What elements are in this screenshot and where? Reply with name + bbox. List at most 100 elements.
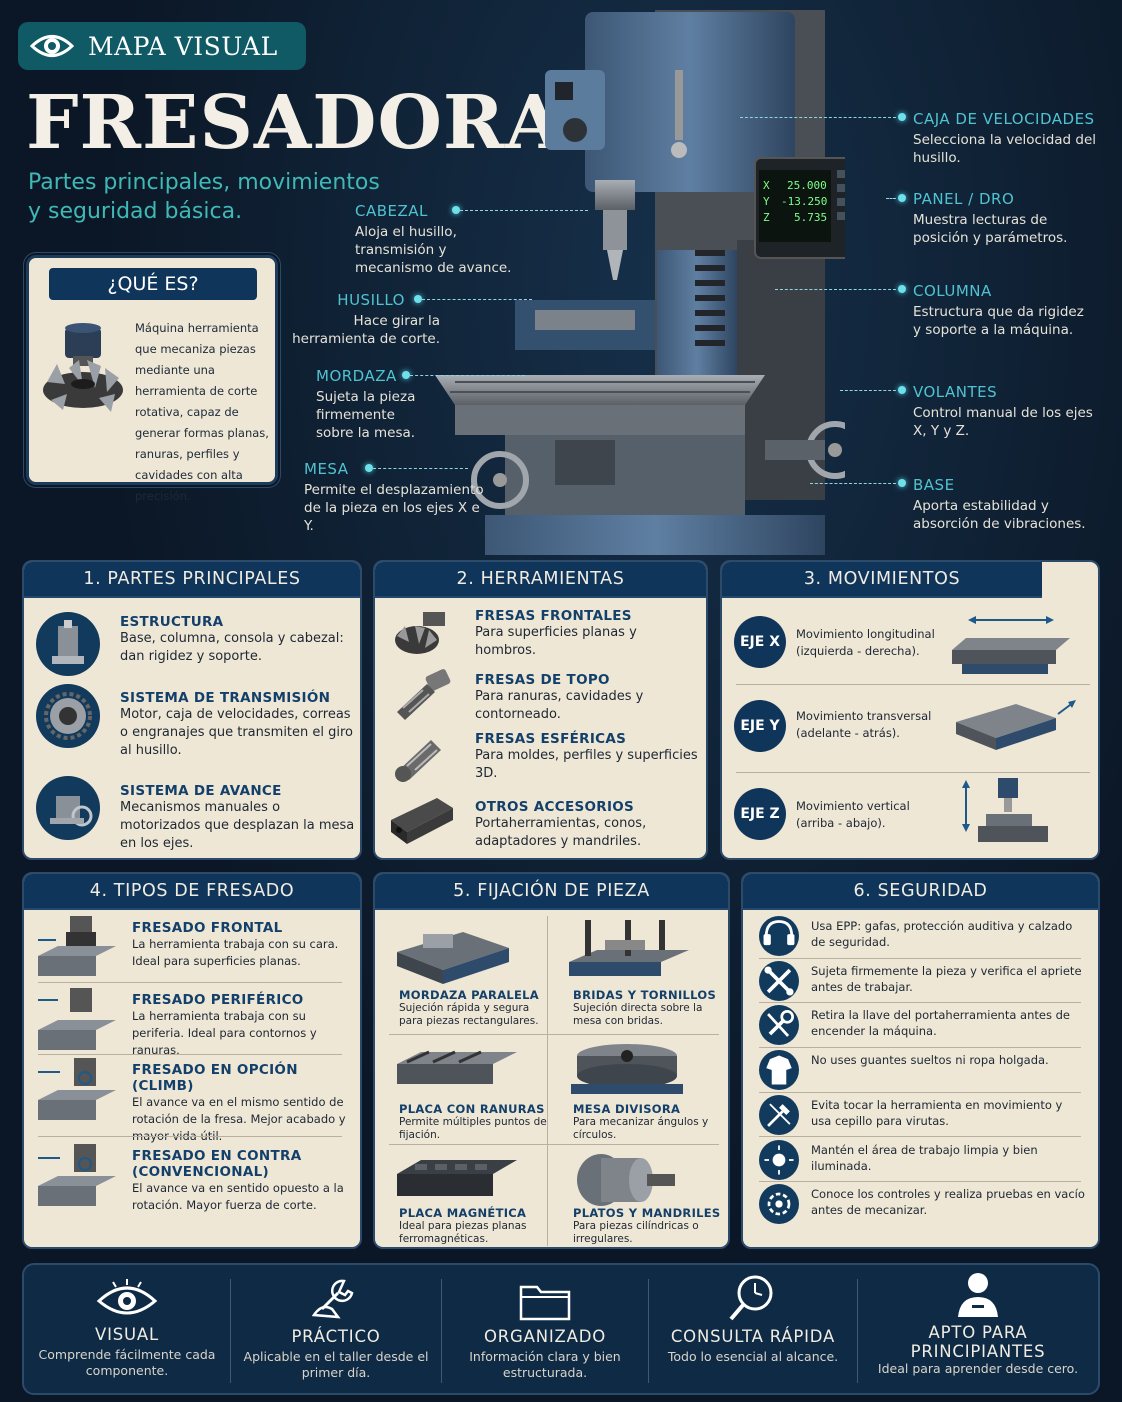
conventional-milling-icon (38, 1144, 116, 1206)
ear-protection-icon (759, 916, 799, 956)
callout-dot (898, 479, 906, 487)
footer-practico: PRÁCTICO Aplicable en el taller desde el… (231, 1265, 441, 1397)
footer-title: PRÁCTICO (291, 1327, 381, 1346)
axis-z-badge: EJE Z (734, 788, 786, 840)
footer-principiantes: APTO PARA PRINCIPIANTES Ideal para apren… (858, 1265, 1098, 1397)
divider (759, 1181, 1081, 1182)
safety-rule-text: Sujeta firmemente la pieza y verifica el… (811, 963, 1082, 994)
what-is-title: ¿QUÉ ES? (49, 268, 257, 300)
face-mill-icon (395, 612, 445, 654)
fijacion-item-text: Sujeción rápida y segura para piezas rec… (399, 1002, 539, 1027)
tipos-item-title: FRESADO EN CONTRA (CONVENCIONAL) (132, 1148, 302, 1180)
panel-tipos: 4. TIPOS DE FRESADO FRESADO FRONTAL La h… (22, 872, 362, 1249)
page-subtitle: Partes principales, movimientos y seguri… (28, 170, 380, 225)
divider (759, 1136, 1081, 1138)
light-icon (759, 1139, 799, 1180)
callout-dot (898, 285, 906, 293)
partes-item-text: Motor, caja de velocidades, correas o en… (120, 707, 354, 758)
dro-z-value: 5.735 (794, 211, 827, 224)
callout-line (810, 483, 896, 484)
footer-title: APTO PARA PRINCIPIANTES (910, 1323, 1046, 1361)
fijacion-item-text: Para mecanizar ángulos y círculos. (573, 1116, 709, 1141)
tipos-item-text: El avance va en el mismo sentido de rota… (132, 1095, 346, 1143)
footer-text: Información clara y bien estructurada. (469, 1349, 621, 1380)
herramientas-item-text: Para superficies planas y hombros. (475, 625, 637, 658)
footer-title: ORGANIZADO (483, 1327, 607, 1346)
herramientas-item-text: Para moldes, perfiles y superficies 3D. (475, 748, 698, 781)
fijacion-item-text: Ideal para piezas planas ferromagnéticas… (399, 1220, 527, 1245)
herramientas-item-text: Para ranuras, cavidades y contorneado. (475, 689, 644, 722)
panel-herramientas-title: 2. HERRAMIENTAS (375, 562, 706, 598)
callout-line (740, 117, 896, 118)
wrench-hand-icon (311, 1279, 354, 1319)
callout-line (373, 468, 468, 469)
panel-movimientos: 3. MOVIMIENTOS EJE X Movimiento longitud… (720, 560, 1100, 860)
footer-visual: VISUAL Comprende fácilmente cada compone… (24, 1265, 230, 1397)
divider (648, 1279, 649, 1383)
axis-x-text: Movimiento longitudinal (izquierda - der… (796, 627, 935, 658)
footer-text: Comprende fácilmente cada componente. (38, 1347, 216, 1378)
panel-seguridad: 6. SEGURIDAD Usa EPP: gafas, protección … (741, 872, 1100, 1249)
tipos-item-title: FRESADO PERIFÉRICO (132, 992, 304, 1008)
callout-line (422, 299, 532, 300)
milling-cutter-icon (43, 323, 123, 412)
safety-rule-text: Retira la llave del portaherramienta ant… (811, 1008, 1070, 1039)
structure-icon (36, 612, 100, 676)
accessory-block-icon (391, 798, 453, 844)
what-is-card: ¿QUÉ ES? Máquina herramienta que mecaniz… (26, 255, 278, 503)
herramientas-item-title: OTROS ACCESORIOS (475, 799, 635, 815)
divider (230, 1279, 231, 1383)
face-milling-icon (38, 916, 116, 976)
fijacion-item-title: PLATOS Y MANDRILES (573, 1206, 721, 1220)
partes-item-title: SISTEMA DE AVANCE (120, 783, 282, 799)
safety-rule-text: Evita tocar la herramienta en movimiento… (811, 1097, 1063, 1128)
shirt-icon (759, 1050, 799, 1091)
divider (736, 772, 1090, 773)
wrench-icon (759, 1005, 799, 1046)
herramientas-item-title: FRESAS FRONTALES (475, 608, 632, 624)
brush-icon (759, 1094, 799, 1135)
page-title: FRESADORA (26, 80, 564, 166)
panel-partes: 1. PARTES PRINCIPALES ESTRUCTURA Base, c… (22, 560, 362, 860)
divider (38, 1054, 342, 1055)
partes-item-title: ESTRUCTURA (120, 614, 224, 630)
partes-item-title: SISTEMA DE TRANSMISIÓN (120, 690, 331, 706)
tipos-item-title: FRESADO FRONTAL (132, 920, 283, 936)
divider (547, 916, 548, 1246)
dro-x-label: X (763, 179, 770, 192)
callout-dot (898, 113, 906, 121)
divider (38, 1136, 342, 1137)
table-x-icon (952, 616, 1070, 674)
fijacion-item-title: BRIDAS Y TORNILLOS (573, 988, 717, 1002)
herramientas-item-title: FRESAS ESFÉRICAS (475, 731, 627, 747)
fijacion-item-text: Permite múltiples puntos de fijación. (399, 1116, 547, 1141)
callout-line (410, 375, 525, 376)
footer-text: Todo lo esencial al alcance. (667, 1349, 839, 1364)
magnifier-clock-icon (729, 1275, 773, 1321)
safety-rule-text: No uses guantes sueltos ni ropa holgada. (811, 1053, 1049, 1068)
tipos-item-text: La herramienta trabaja con su cara. Idea… (132, 937, 339, 968)
fijacion-item-text: Para piezas cilíndricas o irregulares. (573, 1220, 699, 1245)
parallel-vise-icon (397, 932, 509, 984)
divider (857, 1279, 858, 1383)
dro-z-label: Z (763, 211, 770, 224)
callout-dot (898, 386, 906, 394)
tipos-item-title: FRESADO EN OPCIÓN (CLIMB) (132, 1062, 298, 1094)
milling-machine-illustration: X 25.000 Y -13.250 Z 5.735 (435, 10, 845, 555)
partes-item-text: Base, columna, consola y cabezal: dan ri… (120, 631, 344, 664)
safety-rule-text: Mantén el área de trabajo limpia y bien … (811, 1142, 1038, 1173)
rotary-table-icon (571, 1044, 683, 1094)
callout-line (775, 289, 896, 290)
what-is-text: Máquina herramienta que mecaniza piezas … (135, 321, 269, 503)
divider (441, 1279, 442, 1383)
panel-tipos-title: 4. TIPOS DE FRESADO (24, 874, 360, 910)
footer-text: Aplicable en el taller desde el primer d… (243, 1349, 429, 1380)
